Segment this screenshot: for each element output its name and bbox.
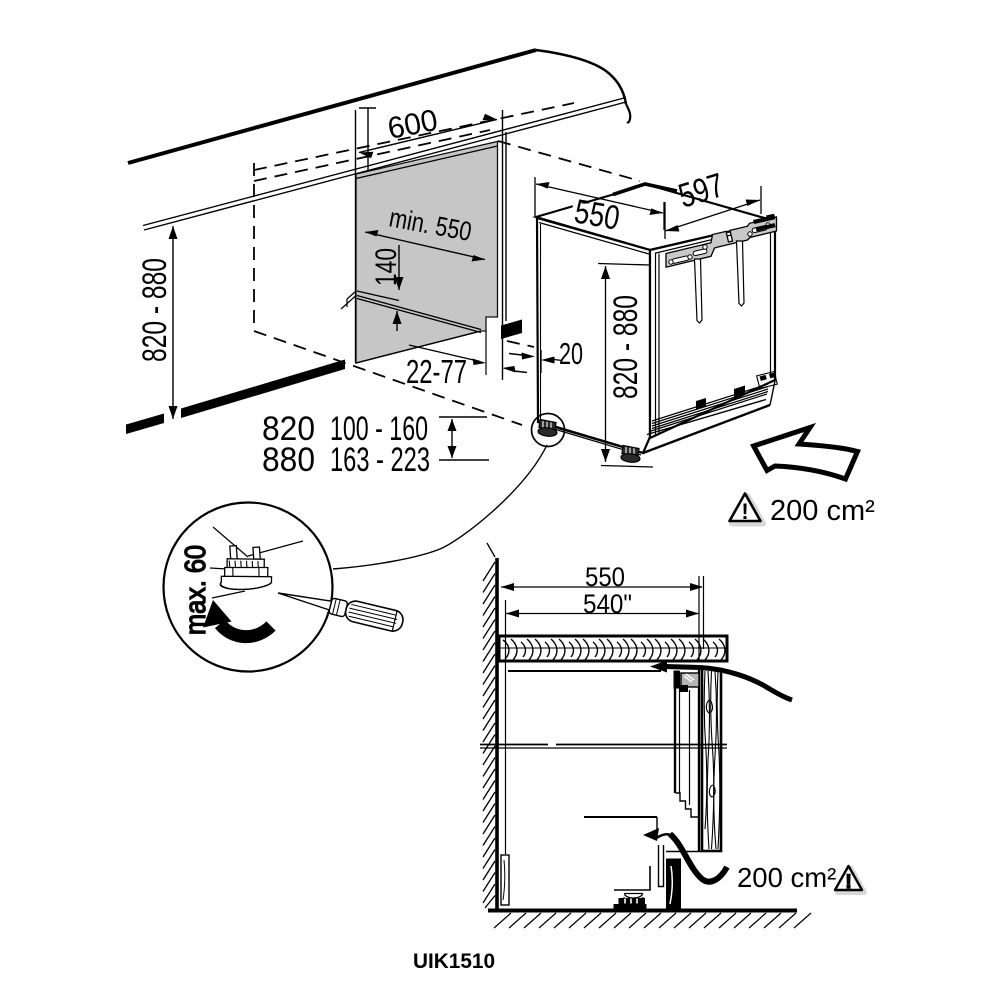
svg-text:550: 550 bbox=[572, 192, 623, 237]
svg-text:820 - 880: 820 - 880 bbox=[607, 295, 645, 399]
svg-text:20: 20 bbox=[559, 336, 583, 371]
svg-text:200 cm²: 200 cm² bbox=[737, 862, 836, 893]
svg-text:22-77: 22-77 bbox=[406, 353, 467, 390]
svg-text:!: ! bbox=[845, 872, 851, 893]
svg-text:140: 140 bbox=[370, 248, 403, 286]
svg-text:880: 880 bbox=[262, 441, 315, 479]
svg-text:200 cm²: 200 cm² bbox=[770, 495, 875, 527]
svg-text:820: 820 bbox=[262, 410, 315, 448]
svg-text:820 - 880: 820 - 880 bbox=[136, 258, 174, 362]
svg-text:540": 540" bbox=[583, 589, 632, 619]
svg-text:550: 550 bbox=[585, 562, 625, 592]
svg-text:UIK1510: UIK1510 bbox=[413, 949, 495, 973]
svg-text:163 - 223: 163 - 223 bbox=[330, 441, 430, 479]
svg-text:max. 60: max. 60 bbox=[180, 545, 212, 635]
svg-text:100 - 160: 100 - 160 bbox=[330, 410, 428, 448]
svg-text:!: ! bbox=[741, 499, 748, 524]
